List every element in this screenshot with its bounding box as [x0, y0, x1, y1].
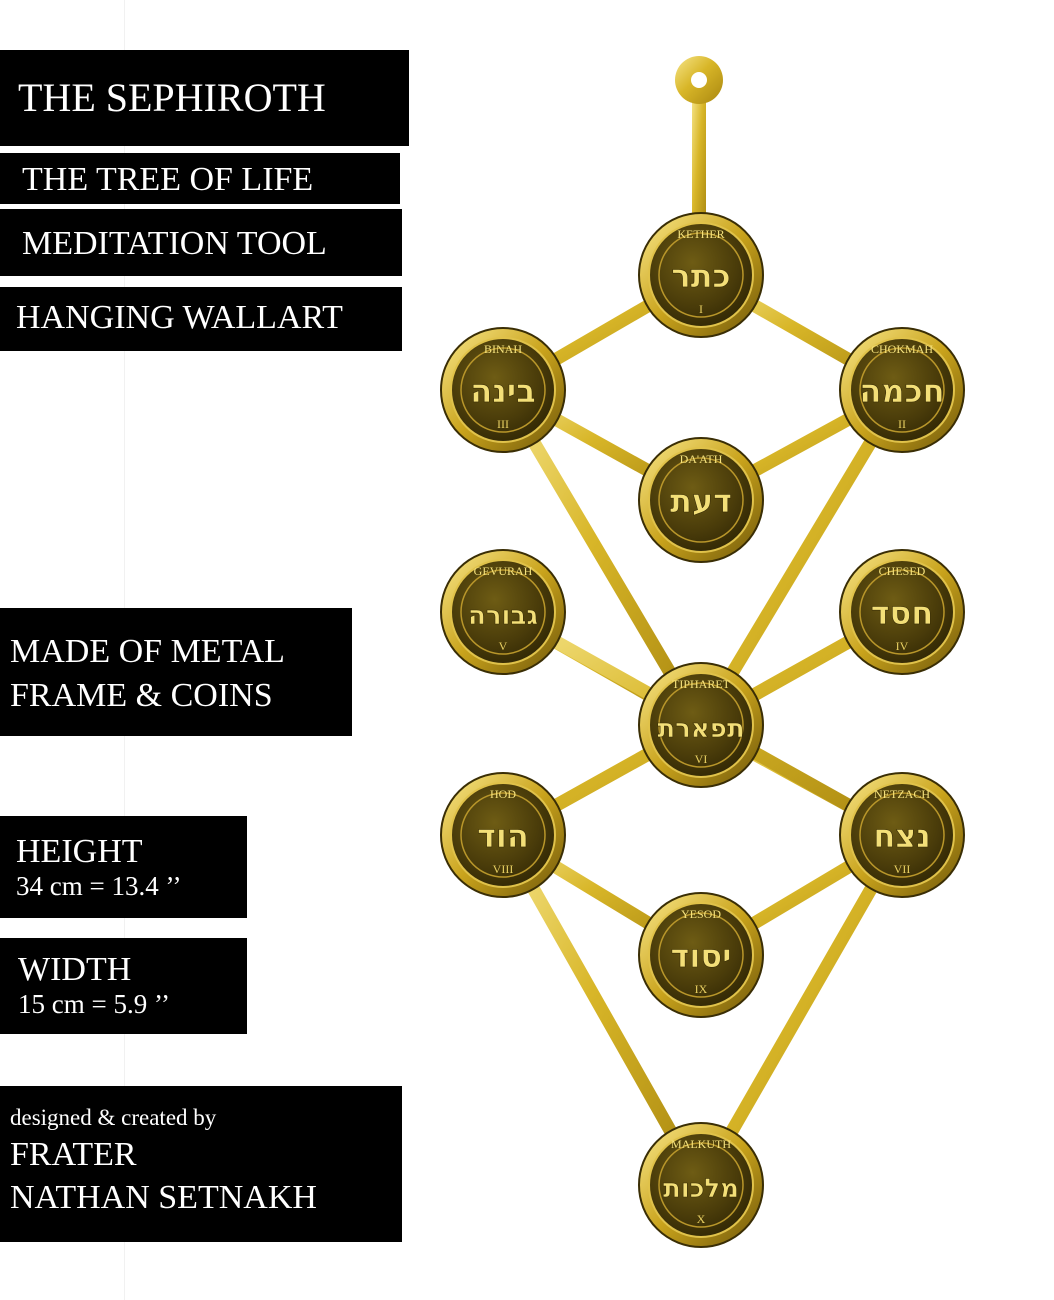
coin-name: HOD — [490, 787, 516, 801]
subtitle-text: THE TREE OF LIFE — [22, 161, 314, 198]
coin-hebrew: נצח — [873, 817, 930, 855]
coin-netzach: NETZACH נצח VII — [839, 772, 965, 898]
coin-numeral: IV — [896, 639, 909, 653]
coin-malkuth: MALKUTH מלכות X — [638, 1122, 764, 1248]
coin-hebrew: תפארת — [657, 714, 744, 744]
coin-hod: HOD הוד VIII — [440, 772, 566, 898]
subtitle-text: HANGING WALLART — [16, 299, 343, 336]
coin-name: CHESED — [879, 564, 926, 578]
height-label: HEIGHT 34 cm = 13.4 ’’ — [0, 816, 247, 918]
subtitle-label-tree-of-life: THE TREE OF LIFE — [0, 153, 400, 204]
coin-numeral: VI — [695, 752, 708, 766]
coin-name: MALKUTH — [671, 1137, 731, 1151]
coin-chesed: CHESED חסד IV — [839, 549, 965, 675]
coin-name: NETZACH — [874, 787, 930, 801]
sephiroth-coins: KETHER כתר I CHOKMAH חכמה II BINAH בינה III DA'AT… — [440, 212, 965, 1248]
coin-numeral: I — [699, 302, 703, 316]
coin-binah: BINAH בינה III — [440, 327, 566, 453]
coin-hebrew: הוד — [477, 817, 529, 855]
credit-intro: designed & created by — [10, 1105, 217, 1130]
subtitle-label-wallart: HANGING WALLART — [0, 287, 402, 351]
subtitle-text: MEDITATION TOOL — [22, 225, 327, 262]
coin-chokmah: CHOKMAH חכמה II — [839, 327, 965, 453]
credit-name-line-2: NATHAN SETNAKH — [10, 1178, 317, 1216]
coin-kether: KETHER כתר I — [638, 212, 764, 338]
frame-bar — [694, 383, 909, 732]
coin-name: BINAH — [484, 342, 522, 356]
coin-gevurah: GEVURAH גבורה V — [440, 549, 566, 675]
coin-numeral: X — [697, 1212, 706, 1226]
coin-name: KETHER — [677, 227, 724, 241]
frame-bar — [496, 828, 708, 1192]
height-title: HEIGHT — [16, 833, 143, 870]
coin-numeral: VII — [894, 862, 911, 876]
frame-bar — [496, 383, 708, 732]
coin-name: YESOD — [681, 907, 721, 921]
coin-hebrew: חסד — [871, 594, 934, 632]
title-label: THE SEPHIROTH — [0, 50, 409, 146]
coin-name: GEVURAH — [474, 564, 533, 578]
coin-hebrew: יסוד — [671, 937, 732, 975]
width-value: 15 cm = 5.9 ’’ — [18, 988, 170, 1019]
coin-name: DA'ATH — [680, 452, 723, 466]
credit-label: designed & created by FRATER NATHAN SETN… — [0, 1086, 402, 1242]
coin-hebrew: דעת — [670, 482, 732, 520]
tree-of-life-artwork: KETHER כתר I CHOKMAH חכמה II BINAH בינה III DA'AT… — [440, 56, 965, 1248]
coin-numeral: VIII — [493, 862, 514, 876]
coin-name: CHOKMAH — [871, 342, 933, 356]
width-label: WIDTH 15 cm = 5.9 ’’ — [0, 938, 247, 1034]
credit-name-line-1: FRATER — [10, 1136, 137, 1174]
material-line-1: MADE OF METAL — [10, 633, 285, 670]
page-title: THE SEPHIROTH — [18, 75, 326, 120]
material-line-2: FRAME & COINS — [10, 677, 273, 715]
hanging-loop — [675, 56, 723, 240]
coin-numeral: II — [898, 417, 906, 431]
coin-numeral: III — [497, 417, 509, 431]
coin-name: TIPHARET — [672, 677, 731, 691]
height-value: 34 cm = 13.4 ’’ — [16, 870, 182, 901]
subtitle-label-meditation: MEDITATION TOOL — [0, 209, 402, 276]
coin-hebrew: כתר — [671, 257, 730, 295]
coin-numeral: IX — [695, 982, 708, 996]
material-label: MADE OF METAL FRAME & COINS — [0, 608, 352, 736]
coin-hebrew: מלכות — [663, 1174, 739, 1204]
width-title: WIDTH — [18, 951, 132, 988]
coin-daath: DA'ATH דעת — [638, 437, 764, 563]
coin-tipharet: TIPHARET תפארת VI — [638, 662, 764, 788]
coin-hebrew: בינה — [470, 372, 535, 410]
coin-numeral: V — [499, 639, 508, 653]
coin-hebrew: גבורה — [468, 601, 538, 631]
coin-hebrew: חכמה — [859, 372, 944, 410]
frame-bar — [694, 828, 909, 1192]
coin-yesod: YESOD יסוד IX — [638, 892, 764, 1018]
